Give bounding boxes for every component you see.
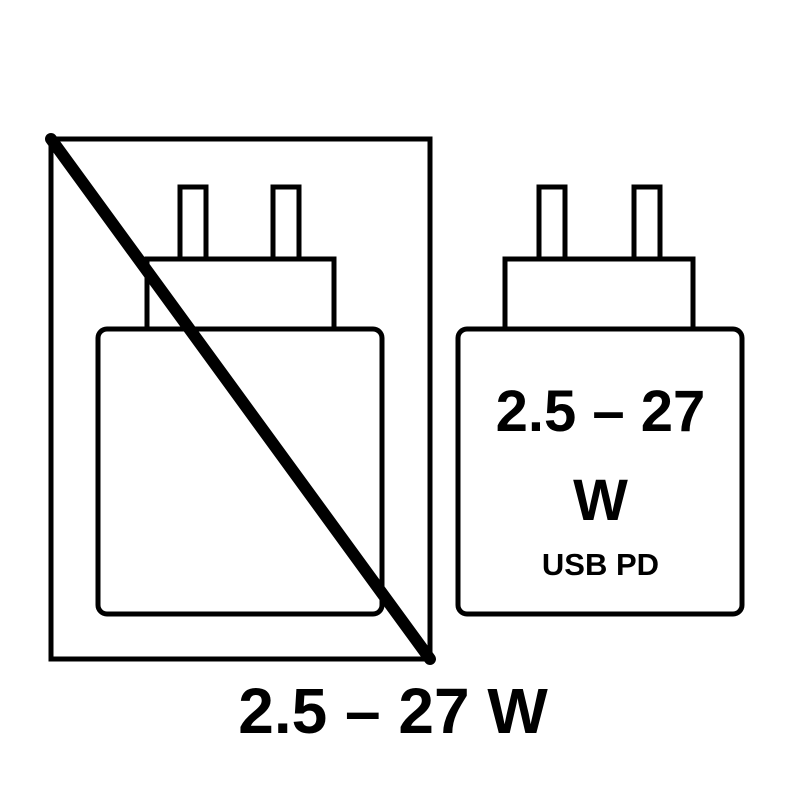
charger-body — [95, 326, 385, 617]
charger-crossed-out-icon — [95, 184, 385, 617]
panel-frame — [48, 136, 433, 662]
not-included-panel — [45, 133, 436, 665]
charger-power-range: 2.5 – 27 — [495, 379, 706, 444]
power-range-caption: 2.5 – 27 W — [238, 675, 548, 747]
plug-prong-right — [631, 184, 663, 262]
plug-prong-right — [270, 184, 302, 262]
compatible-charger-icon — [455, 184, 745, 617]
plug-prong-left — [177, 184, 209, 262]
charger-power-unit: W — [573, 468, 628, 533]
charger-protocol-label: USB PD — [541, 547, 660, 582]
charger-body — [455, 326, 745, 617]
plug-neck — [502, 256, 696, 332]
cross-out-slash — [45, 133, 436, 665]
plug-prong-left — [536, 184, 568, 262]
